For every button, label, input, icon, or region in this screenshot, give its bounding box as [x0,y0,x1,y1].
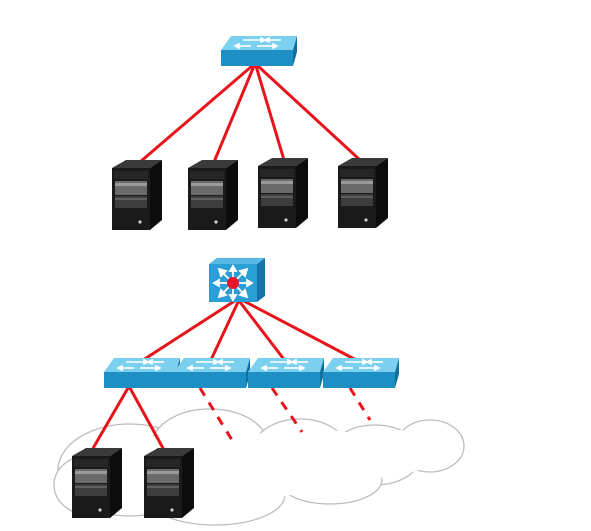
dashed-link-access-3 [270,387,304,433]
server-tower-icon[interactable] [112,160,162,230]
link-switch-server-1 [138,64,254,164]
server-tower-icon[interactable] [338,158,388,228]
core-to-access-links [138,298,362,364]
network-switch-icon[interactable] [220,35,298,67]
link-switch-server-2 [212,64,256,164]
link-access-server-1 [90,386,130,452]
dashed-links [198,387,372,441]
server-tower-icon[interactable] [72,448,122,518]
link-switch-server-4 [256,64,362,162]
link-switch-server-3 [254,64,286,162]
server-tower-icon[interactable] [144,448,194,518]
link-access-server-2 [128,386,166,452]
link-core-access-1 [138,298,238,364]
network-switch-icon[interactable] [173,357,251,389]
server-tower-icon[interactable] [258,158,308,228]
link-core-access-2 [208,300,240,364]
access-to-server-links [90,386,166,452]
server-tower-icon[interactable] [188,160,238,230]
dashed-link-access-4 [348,387,372,421]
network-switch-icon[interactable] [322,357,400,389]
network-switch-icon[interactable] [103,357,181,389]
network-switch-icon[interactable] [247,357,325,389]
link-core-access-4 [240,298,362,364]
multilayer-switch-icon[interactable] [209,258,265,302]
flat-network-links [138,64,362,164]
link-core-access-3 [238,300,288,364]
